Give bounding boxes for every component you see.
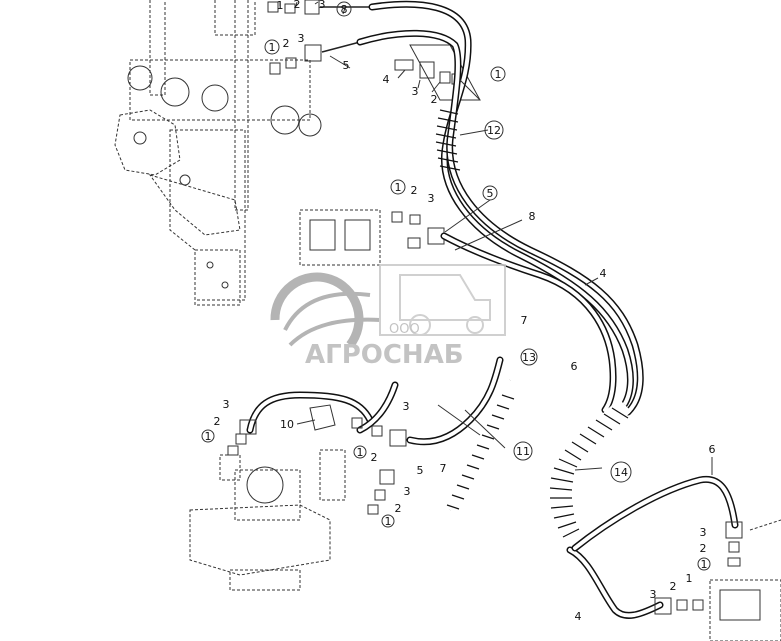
label-2-left: 2 <box>214 415 221 428</box>
label-3-lower-left: 3 <box>404 485 411 498</box>
label-11: 11 <box>516 445 530 458</box>
label-1-left: 1 <box>205 430 212 443</box>
label-3-top: 3 <box>319 0 326 11</box>
valve-block <box>299 209 445 266</box>
label-1-upper: 1 <box>269 41 276 54</box>
label-1-upper-right: 1 <box>495 68 502 81</box>
lower-right-hoses <box>566 475 781 641</box>
part-labels: 1 2 3 8 1 2 3 5 4 3 2 1 12 1 2 3 5 8 4 6… <box>201 0 716 623</box>
label-2-middle: 2 <box>411 184 418 197</box>
label-1-lower-right: 1 <box>701 558 708 571</box>
label-5-center: 5 <box>417 464 424 477</box>
label-3-middle: 3 <box>428 192 435 205</box>
label-1-middle: 1 <box>395 181 402 194</box>
label-4-upper: 4 <box>383 73 390 86</box>
watermark-name: АГРОСНАБ <box>305 340 464 370</box>
label-5-middle: 5 <box>487 187 494 200</box>
label-5-upper: 5 <box>343 59 350 72</box>
label-6-lower-right: 6 <box>709 443 716 456</box>
main-hose-bundle <box>356 0 644 416</box>
label-3-upper: 3 <box>298 32 305 45</box>
label-7-center: 7 <box>440 462 447 475</box>
machine-frame <box>114 0 322 306</box>
label-7-right: 7 <box>521 314 528 327</box>
label-1-center: 1 <box>357 446 364 459</box>
label-2-upper: 2 <box>283 37 290 50</box>
label-2-lower-left: 2 <box>395 502 402 515</box>
label-2-top: 2 <box>294 0 301 11</box>
label-1-top: 1 <box>277 0 284 12</box>
label-3-lower-right: 3 <box>700 526 707 539</box>
label-4-right: 4 <box>600 267 607 280</box>
label-6-right: 6 <box>571 360 578 373</box>
label-1-bottom: 1 <box>686 572 693 585</box>
label-14: 14 <box>614 466 628 479</box>
label-10: 10 <box>280 418 294 431</box>
lower-left-assembly <box>189 356 515 591</box>
label-3-center: 3 <box>403 400 410 413</box>
watermark-prefix: ООО <box>389 322 420 337</box>
spiral-guard-14 <box>537 398 632 558</box>
label-3-upper-right: 3 <box>412 85 419 98</box>
label-8-middle: 8 <box>529 210 536 223</box>
label-4-bottom: 4 <box>575 610 582 623</box>
label-8-top: 8 <box>341 3 348 16</box>
leader-lines <box>279 1 713 475</box>
label-2-center: 2 <box>371 451 378 464</box>
watermark-logo: ООО АГРОСНАБ <box>270 264 506 370</box>
label-3-left: 3 <box>223 398 230 411</box>
label-2-lower-right: 2 <box>700 542 707 555</box>
label-12: 12 <box>487 124 501 137</box>
label-1-lower-left: 1 <box>385 515 392 528</box>
label-2-upper-right: 2 <box>431 93 438 106</box>
label-3-bottom: 3 <box>650 588 657 601</box>
label-2-bottom: 2 <box>670 580 677 593</box>
label-13: 13 <box>522 351 536 364</box>
